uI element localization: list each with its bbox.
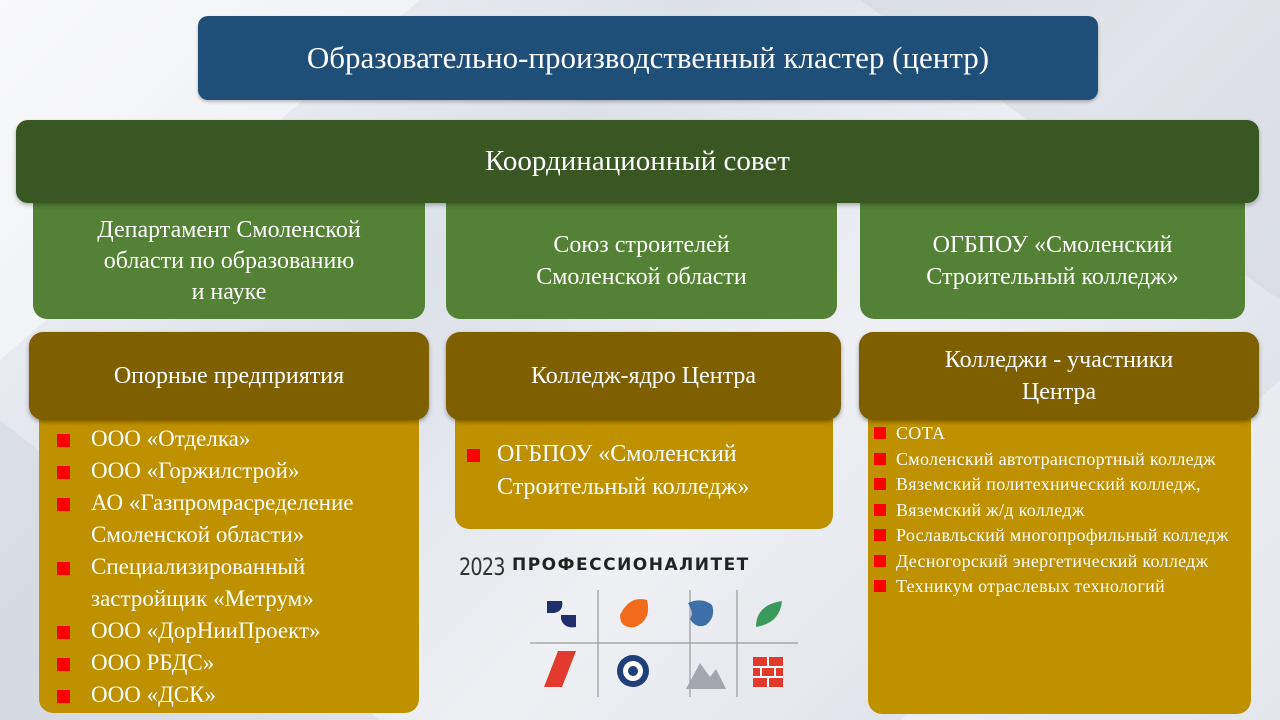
logo-icon-grid <box>530 590 798 697</box>
enterprises-heading: Опорные предприятия <box>29 332 429 420</box>
participants-heading-line: Колледжи - участники <box>944 346 1174 373</box>
navy-swirl-icon <box>547 601 576 628</box>
red-slash-icon <box>544 651 576 687</box>
list-item: ООО РБДС» <box>39 647 419 679</box>
founder-builders-union: Союз строителей Смоленской области <box>446 198 837 319</box>
participants-heading: Колледжи - участники Центра <box>859 332 1259 420</box>
coordination-council: Координационный совет <box>16 120 1259 203</box>
participants-list-panel: СОТА Смоленский автотранспортный колледж… <box>868 405 1251 714</box>
list-item: ООО «ДСК» <box>39 679 419 711</box>
list-item: Вяземский политехнический колледж, <box>868 472 1237 498</box>
logo-name: ПРОФЕССИОНАЛИТЕТ <box>512 555 750 575</box>
list-item: Специализированный застройщик «Метрум» <box>39 551 419 615</box>
logo-year: 2023 <box>459 553 505 581</box>
list-item: СОТА <box>868 421 1237 447</box>
list-item: ООО «Отделка» <box>39 423 419 455</box>
brick-wall-icon <box>753 657 783 687</box>
founder-union-line: Союз строителей <box>553 232 730 259</box>
founder-college-line: Строительный колледж» <box>926 263 1179 290</box>
core-college-heading: Колледж-ядро Центра <box>446 332 841 420</box>
list-item: Техникум отраслевых технологий <box>868 574 1237 600</box>
list-item: Десногорский энергетический колледж <box>868 549 1237 575</box>
blue-bird-icon <box>688 600 714 627</box>
list-item: Рославльский многопрофильный колледж <box>868 523 1237 549</box>
founder-college: ОГБПОУ «Смоленский Строительный колледж» <box>860 198 1245 319</box>
enterprises-list: ООО «Отделка» ООО «Горжилстрой» АО «Газп… <box>39 423 419 711</box>
founder-department: Департамент Смоленской области по образо… <box>33 198 425 319</box>
cluster-title: Образовательно-производственный кластер … <box>198 16 1098 100</box>
mountain-icon <box>686 663 726 689</box>
list-item: ООО «Горжилстрой» <box>39 455 419 487</box>
founder-college-line: ОГБПОУ «Смоленский <box>932 232 1173 259</box>
green-leaf-icon <box>756 601 782 627</box>
list-item: Вяземский ж/д колледж <box>868 498 1237 524</box>
founder-department-line: области по образованию <box>103 247 355 274</box>
orange-drop-icon <box>620 599 649 628</box>
target-icon <box>617 655 649 687</box>
participants-heading-line: Центра <box>1021 379 1097 405</box>
list-item: ООО «ДорНииПроект» <box>39 615 419 647</box>
list-item: Смоленский автотранспортный колледж <box>868 447 1237 473</box>
list-item: АО «Газпромрасределение Смоленской облас… <box>39 487 419 551</box>
list-item: ОГБПОУ «Смоленский Строительный колледж» <box>455 438 833 504</box>
core-college-panel: ОГБПОУ «Смоленский Строительный колледж» <box>455 405 833 529</box>
core-college-list: ОГБПОУ «Смоленский Строительный колледж» <box>455 438 833 504</box>
founder-department-line: и науке <box>191 279 267 306</box>
participants-list: СОТА Смоленский автотранспортный колледж… <box>868 421 1237 600</box>
founder-union-line: Смоленской области <box>536 263 747 290</box>
founder-department-line: Департамент Смоленской <box>97 216 361 243</box>
enterprises-list-panel: ООО «Отделка» ООО «Горжилстрой» АО «Газп… <box>39 405 419 713</box>
